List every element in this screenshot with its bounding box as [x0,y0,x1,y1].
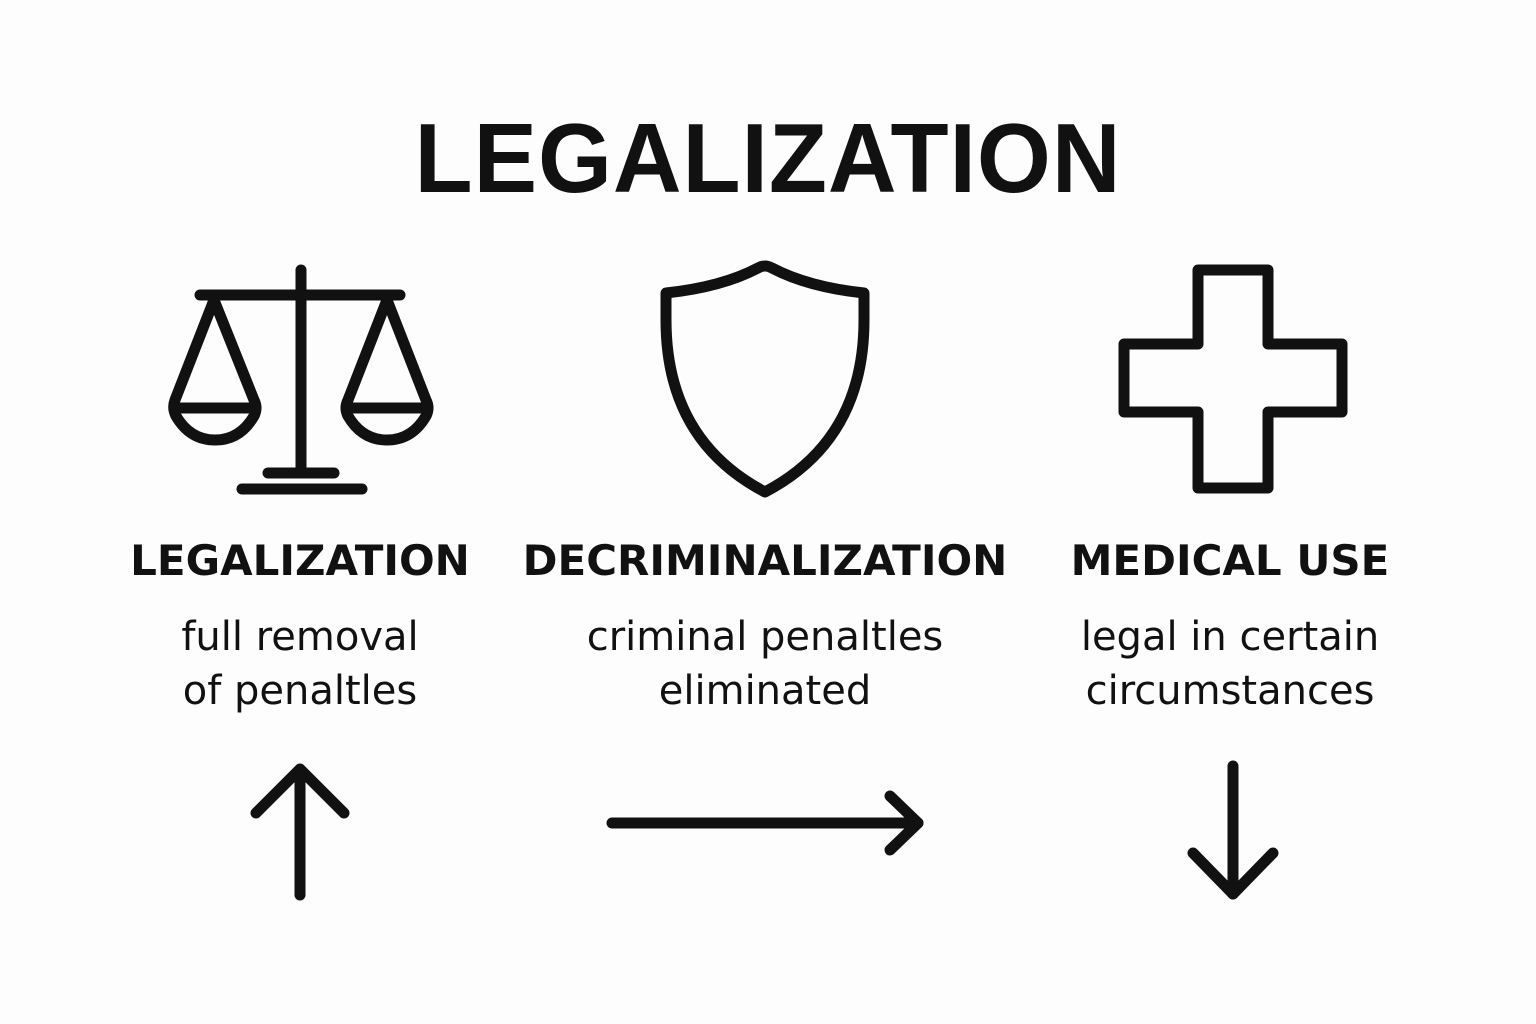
arrow-right-icon [600,780,940,870]
column-medical-use: MEDICAL USE legal in certain circumstanc… [1030,536,1430,718]
description-line: circumstances [1085,668,1375,714]
column-description: legal in certain circumstances [1030,610,1430,718]
description-line: of penaltles [182,668,418,714]
column-description: criminal penaltles eliminated [515,610,1015,718]
column-heading: DECRIMINALIZATION [522,536,1008,585]
column-legalization: LEGALIZATION full removal of penaltles [100,536,500,718]
arrow-up-icon [240,755,360,910]
arrow-down-icon [1180,755,1290,910]
description-line: legal in certain [1080,614,1380,660]
scales-of-justice-icon [160,260,445,500]
description-line: full removal [181,614,419,660]
column-heading: LEGALIZATION [130,536,470,585]
column-decriminalization: DECRIMINALIZATION criminal penaltles eli… [515,536,1015,718]
page-title: LEGALIZATION [414,103,1122,213]
description-line: criminal penaltles [586,614,944,660]
column-description: full removal of penaltles [100,610,500,718]
description-line: eliminated [658,668,872,714]
medical-cross-icon [1110,258,1360,503]
shield-icon [650,255,880,505]
column-heading: MEDICAL USE [1070,536,1390,585]
